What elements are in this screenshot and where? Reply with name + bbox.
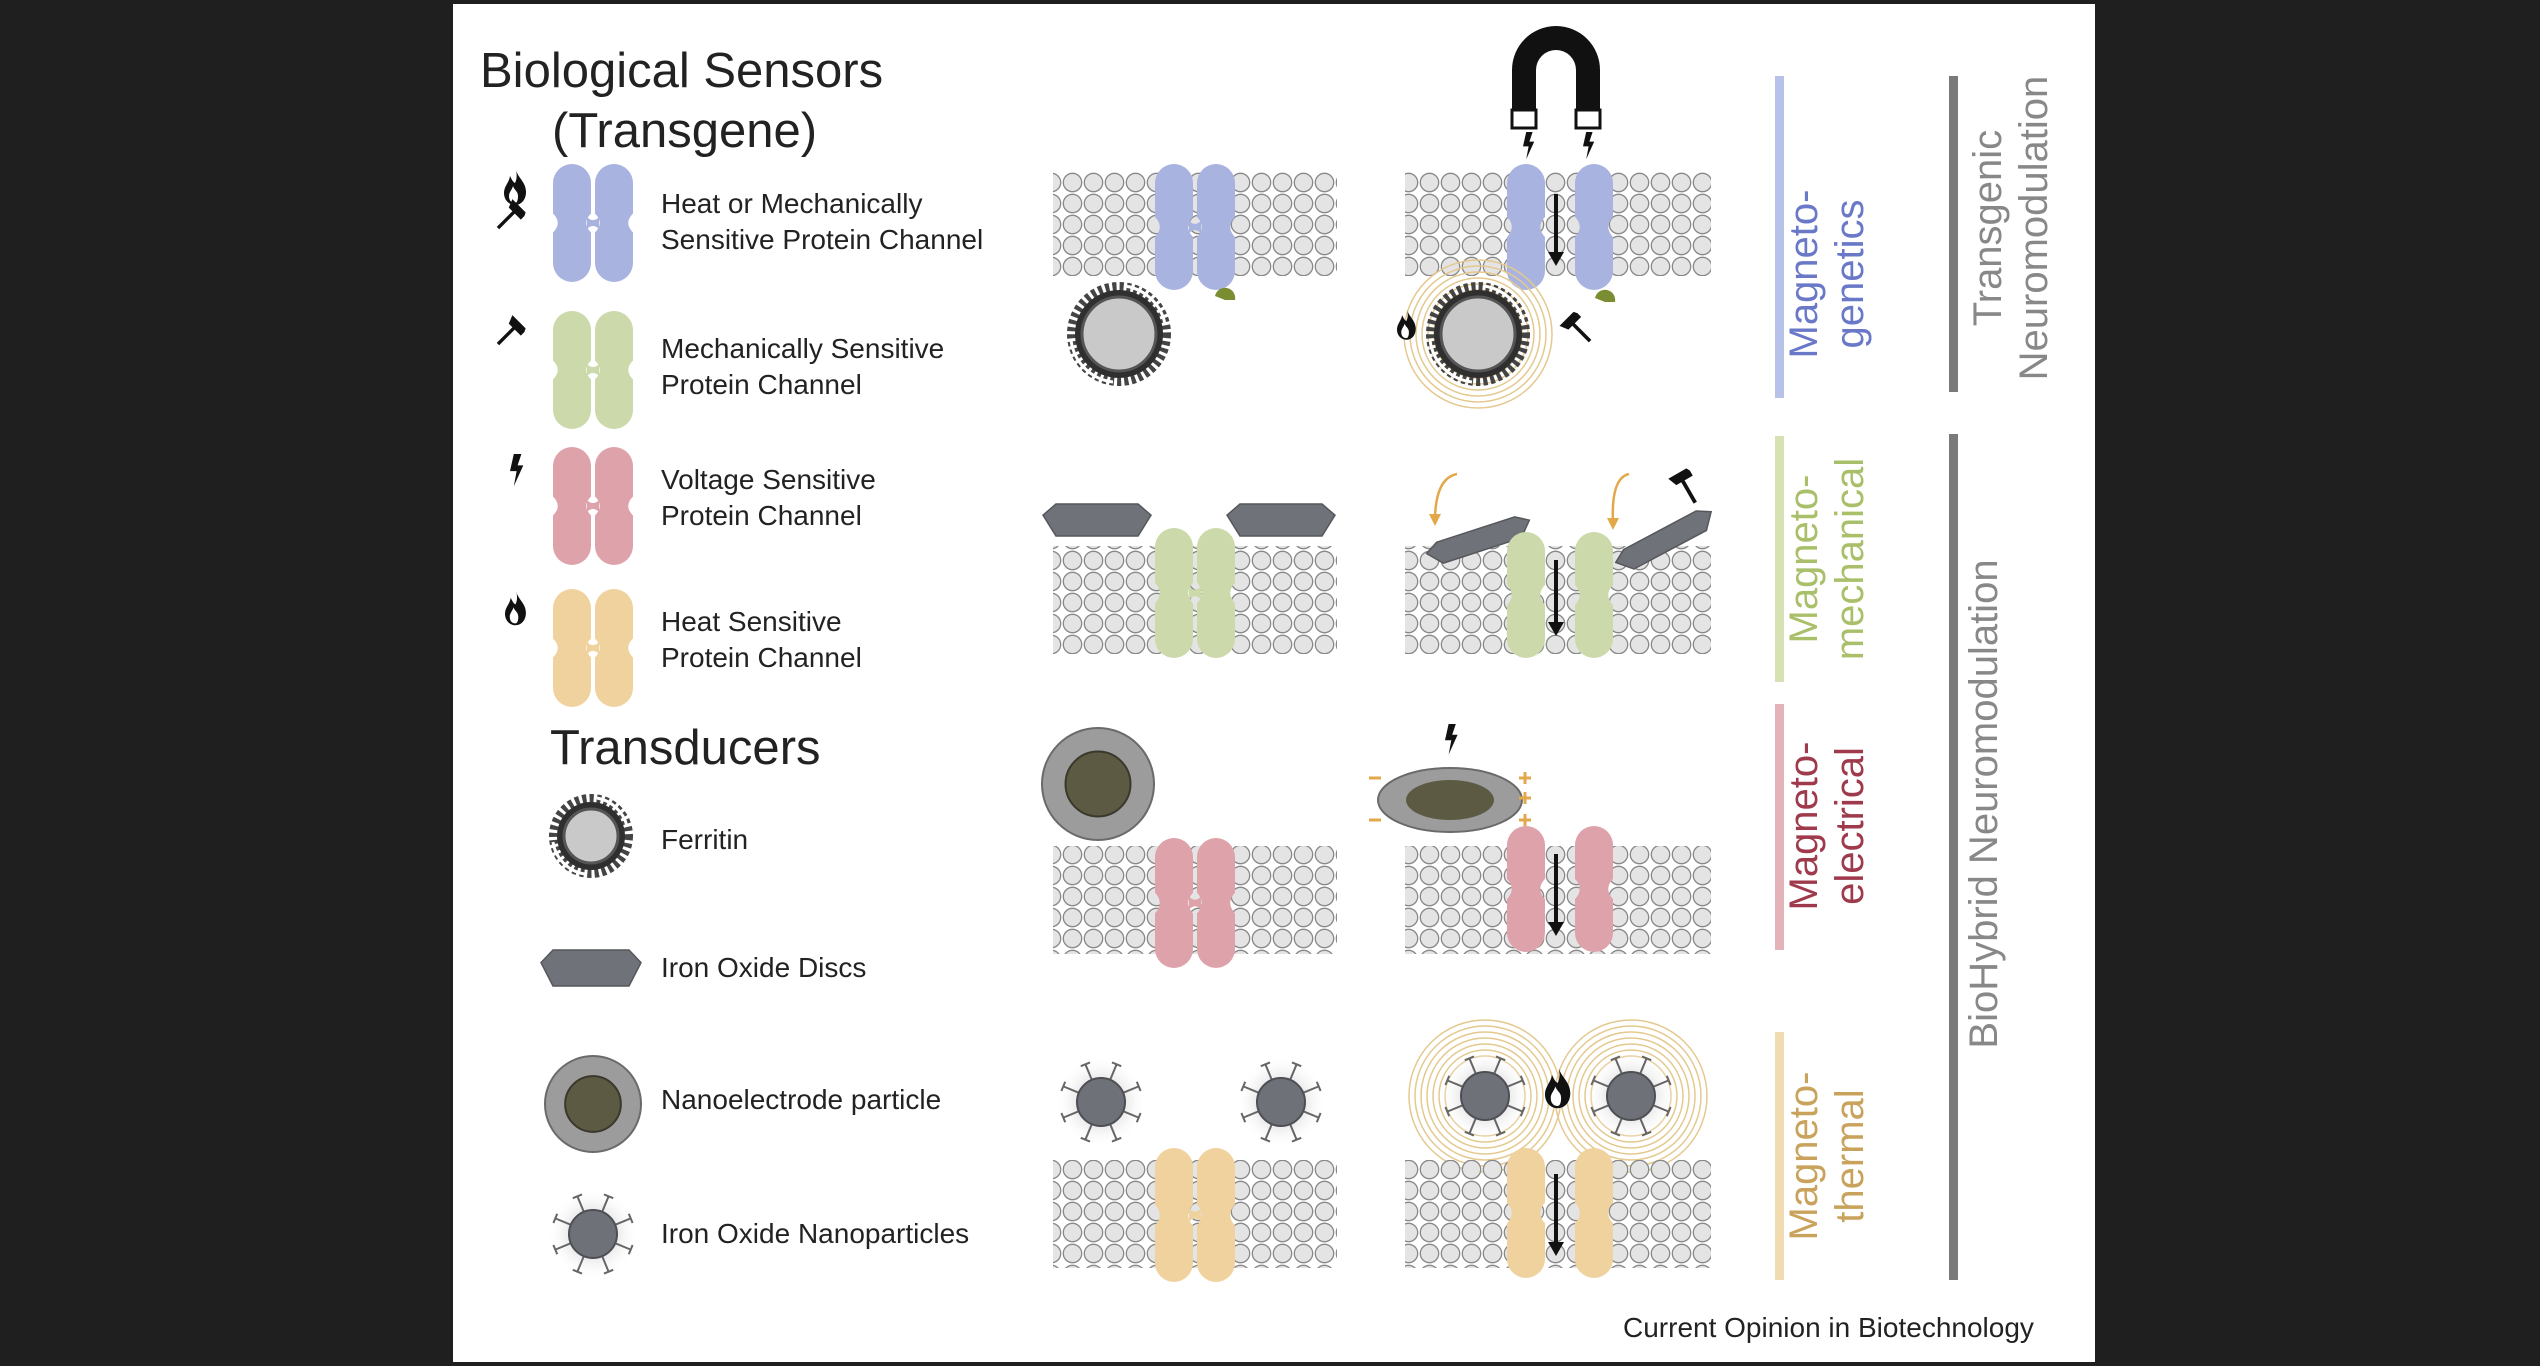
receptor-r1-right [1595, 289, 1616, 302]
charge-marks-r3 [1369, 772, 1531, 826]
legend-channel-voltage [553, 447, 633, 565]
ion-arrow-r4 [1548, 1174, 1564, 1256]
group-label-biohybrid: BioHybrid Neuromodulation [1962, 559, 2006, 1049]
channel-half-r2-right [1575, 532, 1613, 658]
membrane-r2-left [1053, 546, 1337, 654]
channel-half-r1-left [1507, 164, 1545, 290]
hammer-icon-r1 [1559, 311, 1592, 343]
ferritin-r1-right [1426, 282, 1530, 386]
legend-subtitle: (Transgene) [552, 104, 818, 158]
row-label-magnetomechanical: Magneto-mechanical [1782, 457, 1872, 661]
nanoparticle-r4-d [1585, 1050, 1677, 1142]
legend-hammer-icon [496, 199, 526, 230]
channel-half-r4-right [1575, 1148, 1613, 1278]
row-label-magnetogenetics: Magneto-genetics [1782, 189, 1872, 359]
scene-graphics [1041, 26, 1713, 1282]
nanoelectrode-r3-right [1377, 767, 1523, 833]
row-label-magnetothermal: Magneto-thermal [1782, 1071, 1872, 1241]
channel-r1-left [1155, 164, 1235, 290]
transducers-title: Transducers [550, 721, 821, 775]
legend-flame-icon [504, 170, 526, 205]
channel-r4-left [1155, 1148, 1235, 1282]
category-bars [1775, 76, 1958, 1280]
group-bar-transgenic [1949, 76, 1958, 392]
lightning-icon-r3 [1445, 724, 1458, 755]
flame-icon-r1 [1397, 310, 1416, 340]
legend-channel-heat-or-mech [553, 164, 633, 282]
disc-r2-tilted-b [1614, 510, 1713, 570]
ferritin-r1-left [1067, 282, 1171, 386]
row-bar-3 [1775, 1032, 1784, 1280]
row-bar-1 [1775, 436, 1784, 682]
iron-oxide-nanoparticle-icon [547, 1188, 639, 1280]
group-bar-biohybrid [1949, 434, 1958, 1280]
ion-arrow-r3 [1548, 854, 1564, 936]
legend-channel-mechanical [553, 311, 633, 429]
diagram-canvas [496, 26, 1958, 1282]
channel-half-r4-left [1507, 1148, 1545, 1278]
transducer-label-nanoelectrode: Nanoelectrode particle [661, 1084, 942, 1115]
nanoelectrode-r3-left [1041, 727, 1155, 841]
channel-r3-left [1155, 838, 1235, 968]
nanoparticle-r4-a [1055, 1056, 1147, 1148]
row-bar-2 [1775, 704, 1784, 950]
legend-hammer-icon-2 [496, 315, 526, 346]
figure-panel: Biological Sensors (Transgene) Heat or M… [453, 4, 2095, 1362]
channel-half-r2-left [1507, 532, 1545, 658]
ion-arrow-r2 [1548, 560, 1564, 636]
receptor-r1-left [1215, 287, 1236, 300]
nanoelectrode-particle-icon [544, 1055, 642, 1153]
curved-arrow-r2-b [1607, 472, 1630, 530]
transducer-label-discs: Iron Oxide Discs [661, 952, 867, 983]
row-label-magnetoelectrical: Magneto-electrical [1782, 741, 1872, 911]
flame-icon-r4 [1545, 1068, 1571, 1109]
legend-lightning-icon [510, 454, 524, 487]
legend-graphics [496, 164, 642, 1280]
disc-r2-b [1226, 503, 1336, 537]
legend-flame-icon-2 [505, 592, 526, 626]
ferritin-icon [549, 794, 633, 878]
disc-r2-a [1042, 503, 1152, 537]
curved-arrow-r2-a [1429, 472, 1458, 526]
lightning-icon-r1-b [1583, 132, 1595, 160]
channel-half-r1-right [1575, 164, 1613, 290]
channel-half-r3-right [1575, 826, 1613, 952]
figure-credit: Current Opinion in Biotechnology [1623, 1312, 2034, 1343]
disc-r2-tilted-a [1425, 516, 1531, 564]
nanoparticle-r4-b [1235, 1056, 1327, 1148]
lightning-icon-r1-a [1523, 132, 1535, 160]
legend-channel-heat [553, 589, 633, 707]
channel-r2-left [1155, 528, 1235, 658]
transducer-label-nanoparticles: Iron Oxide Nanoparticles [661, 1218, 970, 1249]
transducer-label-ferritin: Ferritin [661, 824, 749, 855]
iron-oxide-disc-icon [540, 949, 642, 987]
legend-title: Biological Sensors [480, 44, 884, 98]
row-bar-0 [1775, 76, 1784, 398]
magnet-icon [1510, 26, 1602, 130]
hammer-icon-r2 [1668, 468, 1697, 504]
nanoparticle-r4-c [1439, 1050, 1531, 1142]
ion-arrow-r1 [1548, 194, 1564, 266]
channel-half-r3-left [1507, 826, 1545, 952]
